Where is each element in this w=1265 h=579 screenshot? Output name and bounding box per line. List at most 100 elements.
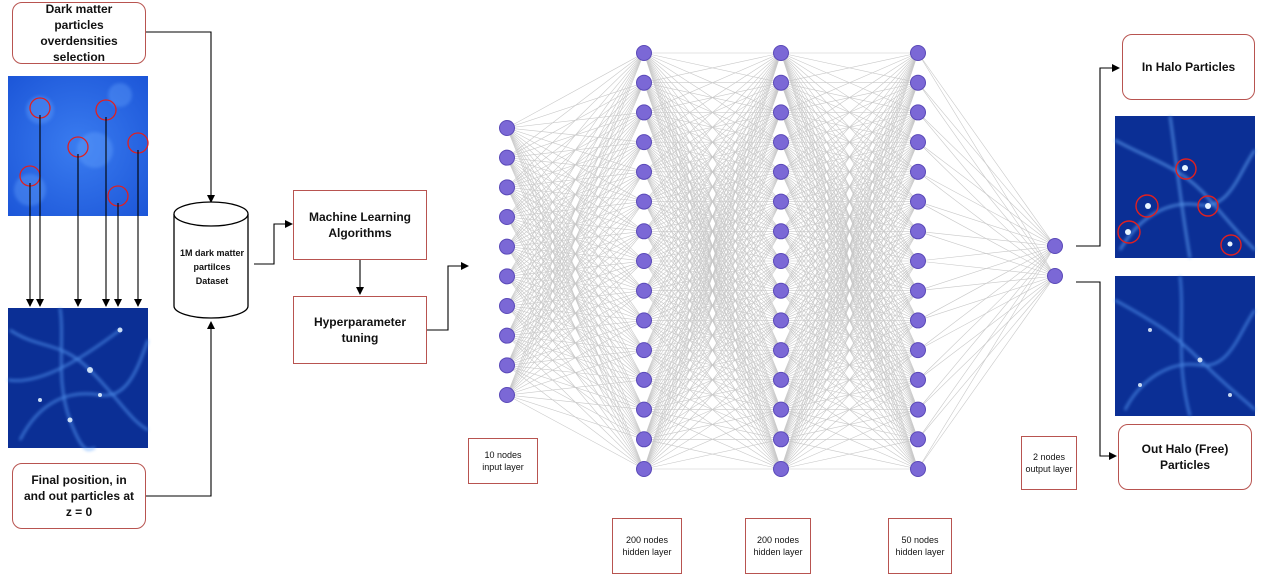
- network-node: [636, 45, 652, 61]
- flow-connectors: [146, 31, 1120, 497]
- network-edge: [780, 52, 919, 351]
- network-node: [499, 209, 515, 225]
- network-edge: [780, 52, 919, 321]
- network-edge: [506, 52, 645, 218]
- in-halo-label: In Halo Particles: [1141, 60, 1236, 74]
- layer-label-hidden-1: 200 nodes hidden layer: [612, 518, 682, 574]
- network-node: [499, 357, 515, 374]
- simulation-image-final: [7, 307, 149, 451]
- network-edge: [780, 52, 919, 173]
- network-edge: [917, 245, 1056, 470]
- network-node: [773, 104, 789, 121]
- network-node: [910, 431, 926, 448]
- network-edge: [780, 82, 919, 470]
- network-node: [910, 401, 926, 418]
- network-node: [773, 342, 789, 359]
- network-node: [499, 179, 515, 196]
- network-edge: [643, 349, 782, 470]
- network-node: [636, 371, 652, 388]
- network-node: [773, 134, 789, 151]
- hyperparameter-box: Hyperparameter tuning: [293, 296, 427, 364]
- final-position-label: Final position, in and out particles at …: [23, 473, 135, 519]
- network-edge: [643, 52, 782, 262]
- network-edge: [506, 320, 645, 396]
- network-edge: [643, 112, 782, 470]
- halo-marker: [1117, 220, 1141, 244]
- network-edge: [780, 290, 919, 470]
- network-edge: [643, 82, 782, 470]
- network-edge: [506, 52, 645, 129]
- network-edge: [506, 349, 645, 396]
- network-node: [636, 163, 652, 180]
- network-edge: [643, 52, 782, 202]
- network-node: [773, 282, 789, 299]
- network-edge: [643, 52, 782, 173]
- halo-marker: [1175, 158, 1197, 180]
- network-node: [773, 193, 789, 210]
- dataset-cylinder: [173, 201, 249, 319]
- network-node: [773, 431, 789, 448]
- network-edge: [780, 52, 919, 232]
- network-edge: [506, 52, 645, 158]
- network-edge: [780, 52, 919, 291]
- simulation-image-out-halo: [1114, 275, 1256, 417]
- network-edge: [643, 52, 782, 351]
- network-edge: [643, 290, 782, 470]
- in-halo-box: In Halo Particles: [1122, 34, 1255, 100]
- network-edge: [780, 52, 919, 380]
- network-node: [773, 461, 789, 477]
- network-edge: [780, 52, 919, 440]
- network-node: [636, 312, 652, 329]
- network-node: [636, 193, 652, 210]
- out-halo-label: Out Halo (Free) Particles: [1141, 442, 1229, 472]
- network-edge: [780, 52, 919, 262]
- network-node: [910, 45, 926, 61]
- network-edge: [643, 52, 782, 291]
- network-node: [910, 74, 926, 91]
- halo-marker: [1135, 194, 1159, 218]
- network-edge: [643, 379, 782, 470]
- network-edge: [506, 52, 645, 336]
- network-node: [910, 223, 926, 240]
- network-edge: [506, 52, 645, 366]
- final-position-box: Final position, in and out particles at …: [12, 463, 146, 529]
- network-edge: [780, 52, 919, 113]
- network-edge: [643, 52, 782, 470]
- network-edge: [506, 394, 645, 470]
- network-node: [910, 461, 926, 477]
- dataset-label: 1M dark matter partilces Dataset: [179, 248, 245, 286]
- hyperparameter-label: Hyperparameter tuning: [313, 315, 407, 345]
- network-node: [636, 431, 652, 448]
- network-edge: [780, 320, 919, 470]
- network-edge: [506, 141, 645, 396]
- network-edge: [506, 394, 645, 440]
- layer-label-input: 10 nodes input layer: [468, 438, 538, 484]
- network-node: [499, 268, 515, 285]
- network-edge: [643, 171, 782, 470]
- network-node: [499, 149, 515, 166]
- network-node: [910, 104, 926, 121]
- network-edge: [780, 52, 919, 202]
- network-node: [499, 120, 515, 136]
- network-edge: [780, 52, 919, 143]
- ml-algorithms-box: Machine Learning Algorithms: [293, 190, 427, 260]
- network-edge: [643, 438, 782, 470]
- network-edge: [506, 52, 645, 277]
- network-edge: [506, 52, 645, 307]
- network-edge: [780, 260, 919, 470]
- tracking-arrows: [26, 115, 142, 307]
- network-edge: [917, 52, 1056, 247]
- network-node: [910, 282, 926, 299]
- network-edge: [780, 52, 919, 470]
- network-edge: [506, 52, 645, 247]
- network-node: [499, 327, 515, 344]
- network-edge: [506, 201, 645, 396]
- network-edge: [506, 231, 645, 396]
- out-halo-box: Out Halo (Free) Particles: [1118, 424, 1252, 490]
- network-node: [499, 387, 515, 403]
- layer-label-hidden-3: 50 nodes hidden layer: [888, 518, 952, 574]
- network-edge: [780, 201, 919, 470]
- halo-marker: [1197, 195, 1219, 217]
- network-edge: [917, 245, 1056, 291]
- network-node: [636, 401, 652, 418]
